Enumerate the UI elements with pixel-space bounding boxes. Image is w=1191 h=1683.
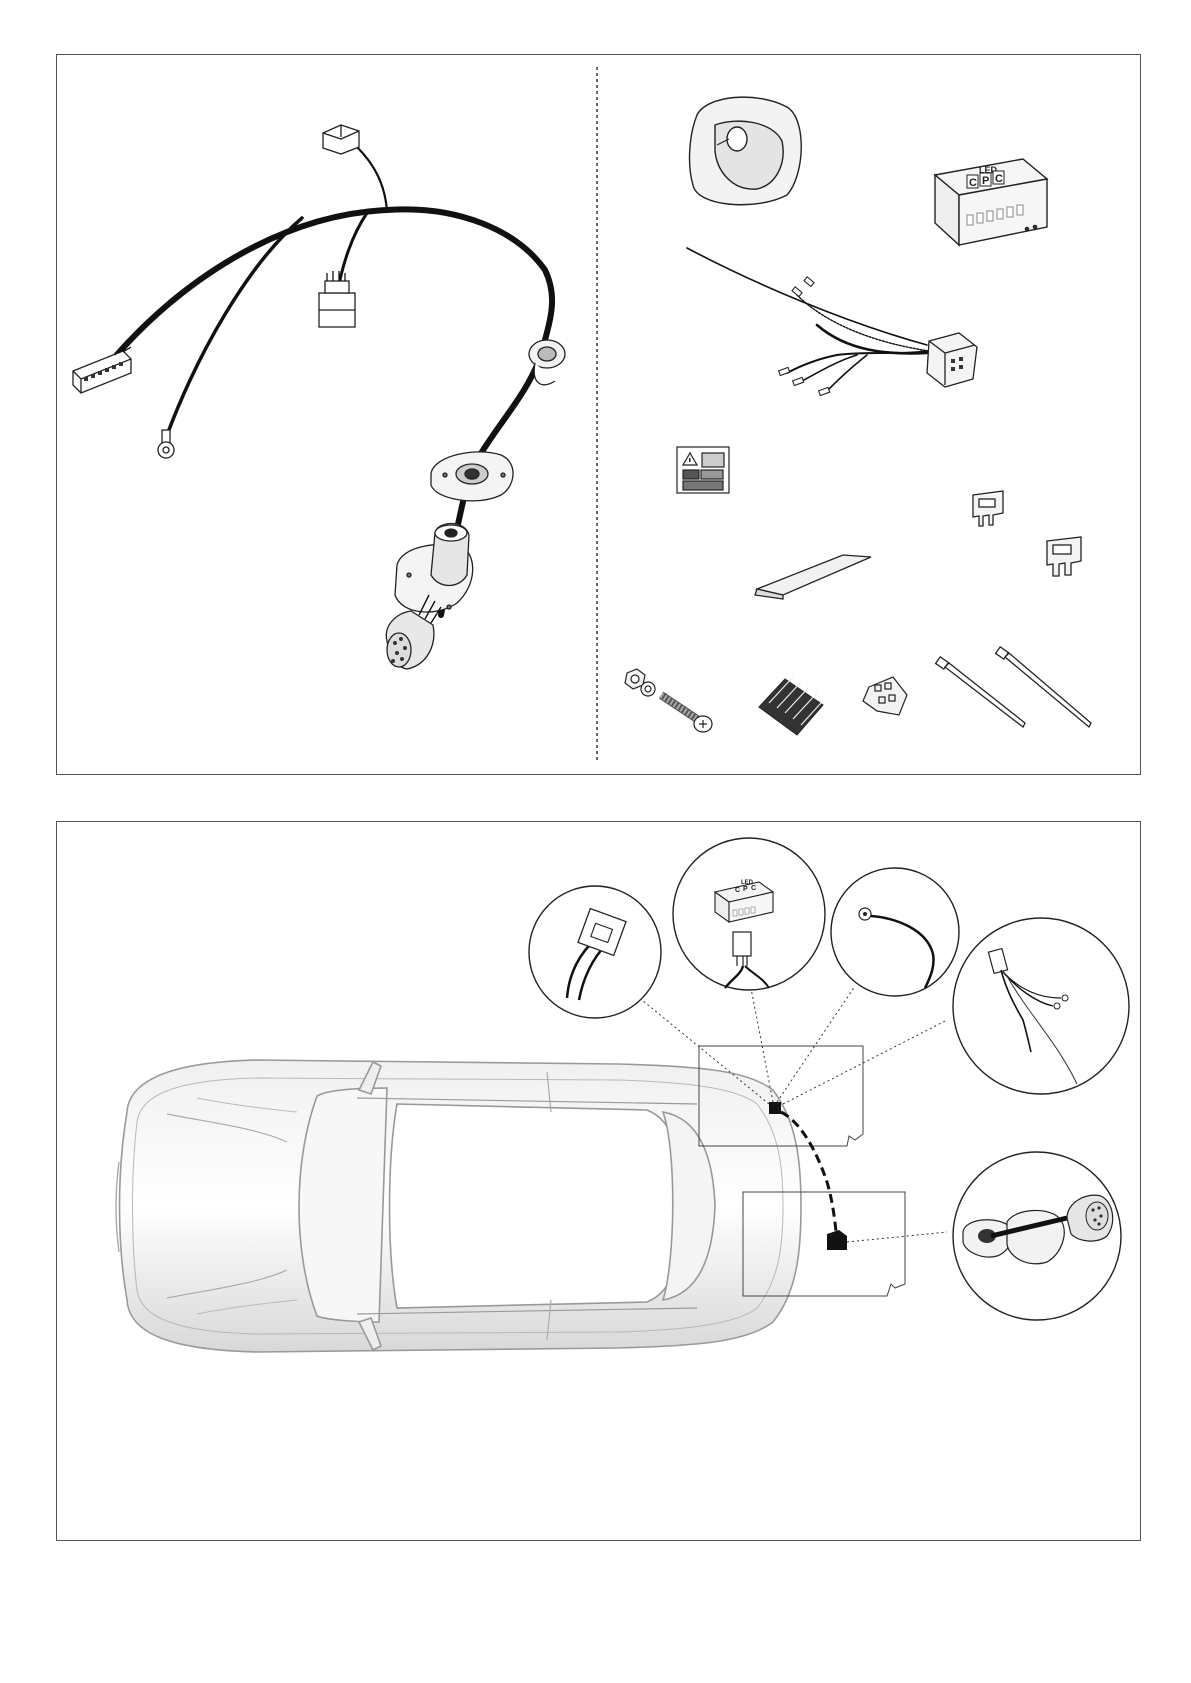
ground-ring-terminal [158, 430, 174, 458]
kit-contents-illustration: LED C P C [57, 55, 1142, 776]
block-connector [319, 271, 355, 327]
control-unit-logo-letter-3: C [995, 173, 1003, 185]
fuse-small [973, 491, 1003, 526]
screw-nut-washer [625, 669, 712, 732]
foam-adhesive-pads [759, 677, 823, 735]
socket-body [395, 524, 473, 613]
control-unit-logo-letter-2: P [982, 175, 989, 187]
warning-sticker [677, 447, 729, 493]
detail-circle-block-connector [529, 886, 661, 1018]
additional-wire-harness [687, 248, 929, 391]
detail-control-unit-logo-letter-2: P [743, 886, 748, 893]
cleaning-wipe [755, 555, 871, 599]
detail-circle-socket [953, 1152, 1121, 1320]
kit-contents-panel: LED C P C [56, 54, 1141, 775]
scotchlok-connector [863, 677, 907, 715]
vehicle-multipin-connector [73, 345, 131, 393]
detail-circle-control-unit [673, 838, 825, 990]
socket-housing [690, 97, 802, 205]
control-unit-logo-letter-1: C [969, 177, 977, 189]
detail-control-unit-logo-letter-1: C [735, 887, 740, 894]
car-top-view [116, 1060, 801, 1352]
installation-overview-illustration: LED C P C [57, 822, 1142, 1542]
detail-control-unit-logo-letter-3: C [751, 885, 756, 892]
detail-circle-ground-ring [831, 868, 959, 996]
cable-grommet [529, 340, 565, 385]
small-plug-connector [323, 125, 359, 154]
harness-multipin-connector [927, 333, 977, 387]
detail-circle-additional-harness [953, 918, 1129, 1094]
wiring-harness [115, 147, 552, 615]
installation-overview-panel: LED C P C [56, 821, 1141, 1541]
socket-seal-plate [431, 452, 513, 501]
cable-ties [936, 647, 1091, 727]
fuse-large [1047, 537, 1081, 576]
